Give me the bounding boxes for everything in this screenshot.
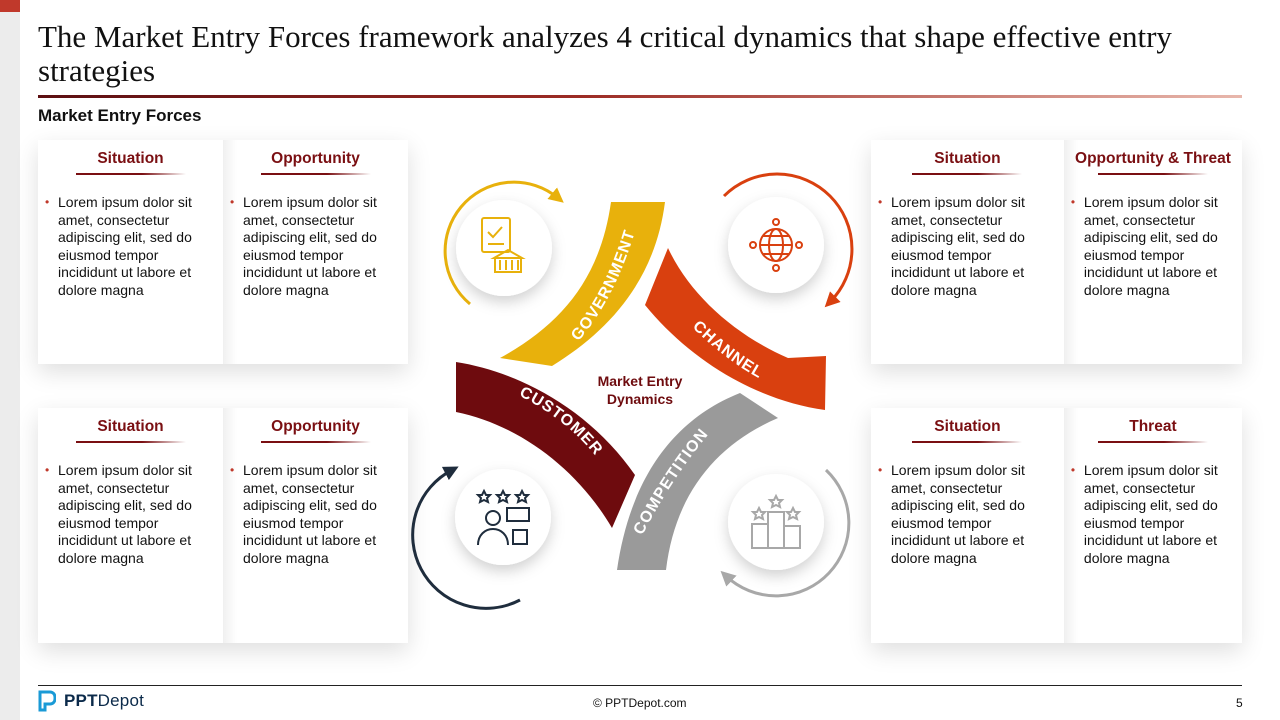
column-heading: Opportunity xyxy=(271,150,360,167)
bullet-icon: • xyxy=(878,195,883,209)
bullet-text-content: Lorem ipsum dolor sit amet, consectetur … xyxy=(1083,462,1218,566)
logo-text: PPTDepot xyxy=(64,691,145,710)
heading-underline xyxy=(1097,441,1208,443)
panel-column: Threat • Lorem ipsum dolor sit amet, cons… xyxy=(1063,408,1242,643)
bullet-text: • Lorem ipsum dolor sit amet, consectetur… xyxy=(1071,194,1232,300)
bullet-text: • Lorem ipsum dolor sit amet, consectetur… xyxy=(230,194,398,300)
heading-underline xyxy=(260,173,371,175)
government-band xyxy=(500,202,665,366)
market-entry-dynamics-diagram: GOVERNMENT CHANNEL CUSTOMER COMPETITION … xyxy=(411,172,854,610)
competition-cycle-arrow xyxy=(720,468,851,598)
column-heading: Situation xyxy=(934,418,1001,435)
customer-rating-icon xyxy=(475,488,531,546)
heading-underline xyxy=(1097,173,1208,175)
title-divider xyxy=(38,95,1242,98)
column-heading: Threat xyxy=(1129,418,1177,435)
column-heading: Situation xyxy=(934,150,1001,167)
column-heading: Situation xyxy=(97,418,164,435)
bullet-icon: • xyxy=(230,195,235,209)
center-label-line2: Dynamics xyxy=(607,391,673,407)
column-heading: Situation xyxy=(97,150,164,167)
customer-cycle-arrow xyxy=(411,466,521,610)
customer-band xyxy=(456,362,635,528)
heading-underline xyxy=(260,441,371,443)
panel-column: Situation • Lorem ipsum dolor sit amet, c… xyxy=(871,408,1064,643)
bullet-text-content: Lorem ipsum dolor sit amet, consectetur … xyxy=(891,462,1025,566)
bullet-text: • Lorem ipsum dolor sit amet, consectetur… xyxy=(45,462,213,568)
center-label-line1: Market Entry xyxy=(598,373,683,389)
globe-network-icon xyxy=(749,218,803,272)
panel-top-left: Situation • Lorem ipsum dolor sit amet, c… xyxy=(38,140,408,364)
bullet-icon: • xyxy=(45,463,50,477)
slide-title: The Market Entry Forces framework analyz… xyxy=(38,19,1172,88)
competition-icon-circle xyxy=(728,474,824,570)
channel-cycle-arrow xyxy=(722,172,854,308)
column-heading: Opportunity & Threat xyxy=(1075,150,1231,167)
slide-subtitle: Market Entry Forces xyxy=(38,106,202,125)
bullet-text-content: Lorem ipsum dolor sit amet, consectetur … xyxy=(243,462,377,566)
bullet-icon: • xyxy=(45,195,50,209)
bullet-text: • Lorem ipsum dolor sit amet, consectetur… xyxy=(230,462,398,568)
left-margin-strip xyxy=(0,0,20,720)
channel-band xyxy=(645,248,826,410)
bullet-icon: • xyxy=(1070,195,1076,209)
bullet-text-content: Lorem ipsum dolor sit amet, consectetur … xyxy=(58,462,192,566)
bullet-text: • Lorem ipsum dolor sit amet, consectetur… xyxy=(1071,462,1232,568)
heading-underline xyxy=(75,173,186,175)
panel-column: Opportunity & Threat • Lorem ipsum dolor … xyxy=(1063,140,1242,364)
panel-column: Situation • Lorem ipsum dolor sit amet, c… xyxy=(38,140,223,364)
footer-divider xyxy=(38,685,1242,686)
bullet-text: • Lorem ipsum dolor sit amet, consectetur… xyxy=(878,194,1054,300)
panel-column: Opportunity • Lorem ipsum dolor sit amet,… xyxy=(223,408,408,643)
panel-bottom-right: Situation • Lorem ipsum dolor sit amet, c… xyxy=(871,408,1242,643)
panel-bottom-left: Situation • Lorem ipsum dolor sit amet, c… xyxy=(38,408,408,643)
column-heading: Opportunity xyxy=(271,418,360,435)
channel-icon-circle xyxy=(728,197,824,293)
government-icon-circle xyxy=(456,200,552,296)
government-document-icon xyxy=(481,217,526,273)
bullet-text-content: Lorem ipsum dolor sit amet, consectetur … xyxy=(243,194,377,298)
pptdepot-logo: PPTDepot xyxy=(38,690,144,712)
panel-top-right: Situation • Lorem ipsum dolor sit amet, c… xyxy=(871,140,1242,364)
bullet-text-content: Lorem ipsum dolor sit amet, consectetur … xyxy=(891,194,1025,298)
left-accent-bar xyxy=(0,0,20,12)
pptdepot-logo-icon xyxy=(38,690,56,712)
panel-column: Situation • Lorem ipsum dolor sit amet, c… xyxy=(38,408,223,643)
government-cycle-arrow xyxy=(443,180,564,306)
bullet-icon: • xyxy=(1070,463,1076,477)
bullet-text: • Lorem ipsum dolor sit amet, consectetur… xyxy=(878,462,1054,568)
bullet-icon: • xyxy=(230,463,235,477)
copyright-text: © PPTDepot.com xyxy=(593,696,687,710)
bullet-text: • Lorem ipsum dolor sit amet, consectetur… xyxy=(45,194,213,300)
competition-band xyxy=(617,393,778,570)
bullet-text-content: Lorem ipsum dolor sit amet, consectetur … xyxy=(1083,194,1218,298)
page-number: 5 xyxy=(1236,696,1243,710)
heading-underline xyxy=(912,173,1023,175)
heading-underline xyxy=(912,441,1023,443)
bullet-text-content: Lorem ipsum dolor sit amet, consectetur … xyxy=(58,194,192,298)
bullet-icon: • xyxy=(878,463,883,477)
panel-column: Opportunity • Lorem ipsum dolor sit amet,… xyxy=(223,140,408,364)
customer-icon-circle xyxy=(455,469,551,565)
heading-underline xyxy=(75,441,186,443)
podium-competition-icon xyxy=(750,493,802,549)
panel-column: Situation • Lorem ipsum dolor sit amet, c… xyxy=(871,140,1064,364)
